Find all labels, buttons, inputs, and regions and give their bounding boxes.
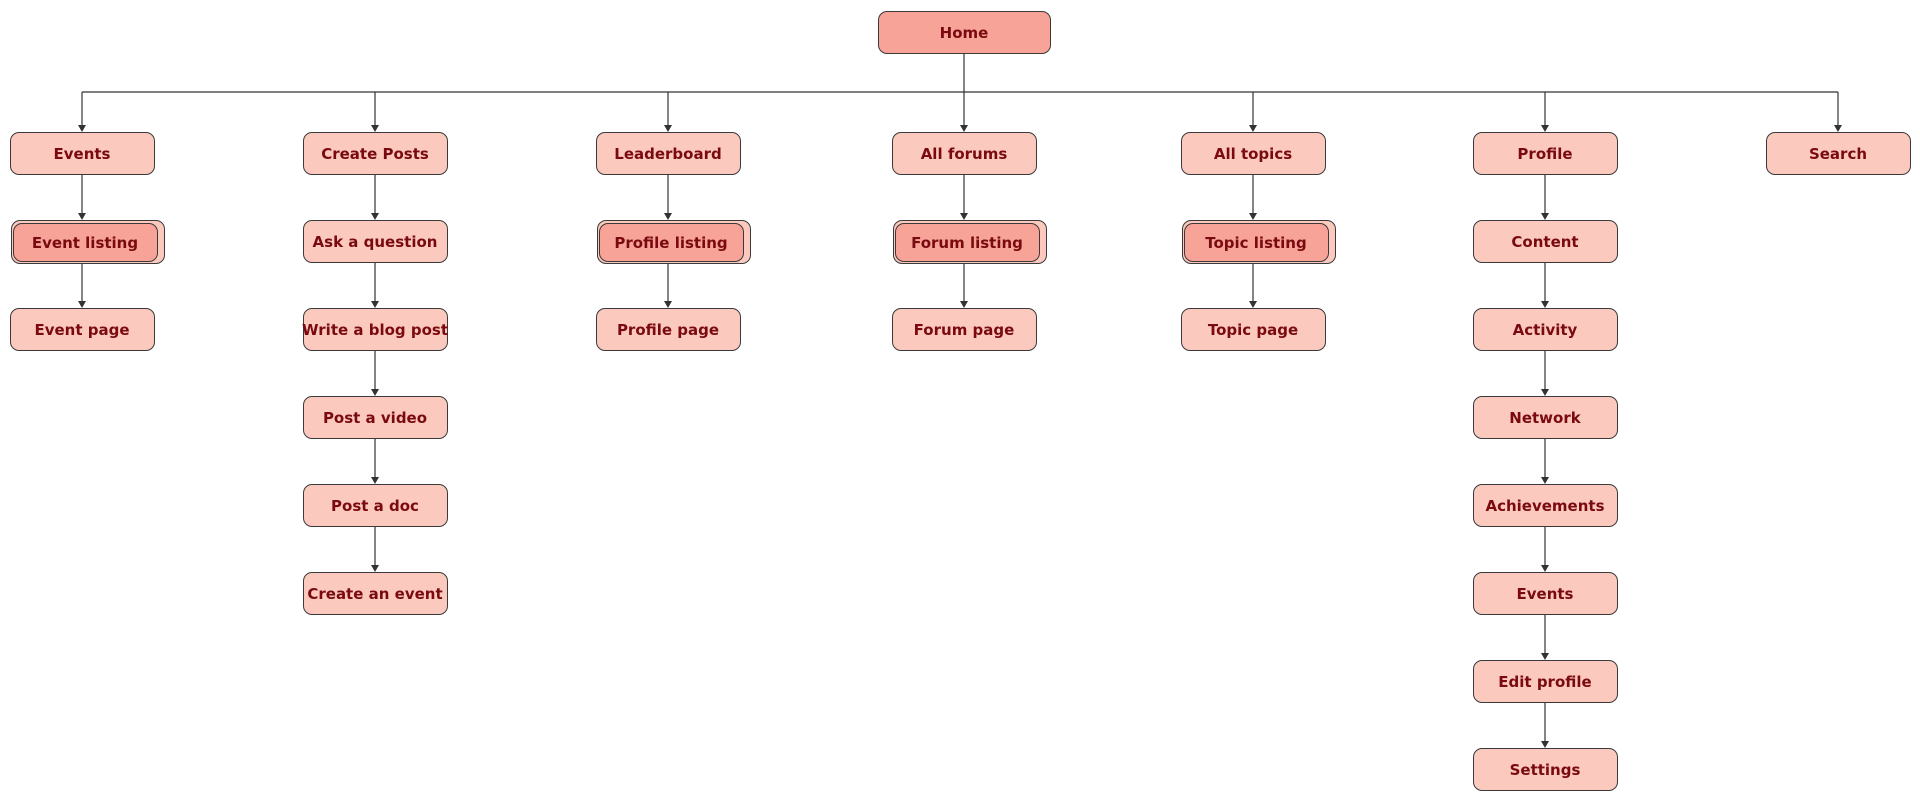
node-create-posts-label: Create Posts: [321, 144, 429, 163]
node-forum-listing-3: Forum listing: [894, 223, 1040, 262]
edge-leaderboard-2-to-profile-listing-arrowhead: [664, 213, 672, 220]
node-write-a-blog-post-1-label: Write a blog post: [302, 320, 449, 339]
node-post-a-doc-1-label: Post a doc: [331, 496, 419, 515]
node-all-forums: All forums: [891, 132, 1037, 175]
edge-profile-5-to-achievements-arrowhead: [1541, 477, 1549, 484]
node-write-a-blog-post-1: Write a blog post: [302, 308, 449, 351]
node-create-an-event-1: Create an event: [302, 572, 448, 615]
edge-profile-5-to-network-arrowhead: [1541, 389, 1549, 396]
edge-create-posts-1-to-ask-a-question-arrowhead: [371, 213, 379, 220]
node-settings-5-label: Settings: [1509, 760, 1581, 779]
node-leaderboard: Leaderboard: [595, 132, 741, 175]
edge-bus-to-create-posts-1-arrowhead: [371, 125, 379, 132]
node-forum-page-3-label: Forum page: [913, 320, 1015, 339]
edge-all-topics-4-to-topic-page-arrowhead: [1249, 301, 1257, 308]
node-events-5-label: Events: [1516, 584, 1574, 603]
edge-create-posts-1-to-create-an-event-arrowhead: [371, 565, 379, 572]
node-search-label: Search: [1808, 144, 1868, 163]
node-topic-listing-4: Topic listing: [1183, 223, 1329, 262]
edge-bus-to-all-topics-4-arrowhead: [1249, 125, 1257, 132]
node-event-listing-0-label: Event listing: [31, 233, 139, 252]
node-post-a-video-1-label: Post a video: [322, 408, 428, 427]
node-edit-profile-5: Edit profile: [1472, 660, 1618, 703]
edge-events-0-to-event-page-arrowhead: [78, 301, 86, 308]
node-profile-listing-2-label: Profile listing: [614, 233, 728, 252]
node-forum-page-3: Forum page: [891, 308, 1037, 351]
edge-bus-to-leaderboard-2-arrowhead: [664, 125, 672, 132]
node-network-5-label: Network: [1509, 408, 1581, 427]
node-forum-listing-3-label: Forum listing: [911, 233, 1023, 252]
node-content-5: Content: [1472, 220, 1618, 263]
edge-profile-5-to-edit-profile-arrowhead: [1541, 653, 1549, 660]
node-settings-5: Settings: [1472, 748, 1618, 791]
node-network-5: Network: [1472, 396, 1618, 439]
edge-events-0-to-event-listing-arrowhead: [78, 213, 86, 220]
node-create-posts: Create Posts: [302, 132, 448, 175]
node-search: Search: [1765, 132, 1911, 175]
edge-all-forums-3-to-forum-page-arrowhead: [960, 301, 968, 308]
node-profile-label: Profile: [1517, 144, 1573, 163]
node-achievements-5: Achievements: [1472, 484, 1618, 527]
edge-bus-to-events-0-arrowhead: [78, 125, 86, 132]
edge-all-topics-4-to-topic-listing-arrowhead: [1249, 213, 1257, 220]
edge-create-posts-1-to-post-a-video-arrowhead: [371, 389, 379, 396]
node-all-topics: All topics: [1180, 132, 1326, 175]
edge-profile-5-to-events-arrowhead: [1541, 565, 1549, 572]
edge-create-posts-1-to-post-a-doc-arrowhead: [371, 477, 379, 484]
node-profile-page-2-label: Profile page: [616, 320, 720, 339]
node-ask-a-question-1: Ask a question: [302, 220, 448, 263]
edge-profile-5-to-activity-arrowhead: [1541, 301, 1549, 308]
edge-profile-5-to-content-arrowhead: [1541, 213, 1549, 220]
node-topic-listing-4-label: Topic listing: [1205, 233, 1307, 252]
node-home-label: Home: [939, 23, 989, 42]
node-post-a-doc-1: Post a doc: [302, 484, 448, 527]
node-profile: Profile: [1472, 132, 1618, 175]
node-edit-profile-5-label: Edit profile: [1498, 672, 1592, 691]
node-all-topics-label: All topics: [1213, 144, 1293, 163]
edge-create-posts-1-to-write-a-blog-post-arrowhead: [371, 301, 379, 308]
node-events-section-label: Events: [53, 144, 111, 163]
node-achievements-5-label: Achievements: [1485, 496, 1605, 515]
node-home: Home: [877, 11, 1051, 54]
edge-leaderboard-2-to-profile-page-arrowhead: [664, 301, 672, 308]
node-create-an-event-1-label: Create an event: [307, 584, 443, 603]
node-event-listing-0: Event listing: [12, 223, 158, 262]
node-content-5-label: Content: [1511, 232, 1579, 251]
node-events-5: Events: [1472, 572, 1618, 615]
node-profile-page-2: Profile page: [595, 308, 741, 351]
edge-bus-to-search-6-arrowhead: [1834, 125, 1842, 132]
edge-all-forums-3-to-forum-listing-arrowhead: [960, 213, 968, 220]
node-profile-listing-2: Profile listing: [598, 223, 744, 262]
node-event-page-0-label: Event page: [34, 320, 130, 339]
node-activity-5: Activity: [1472, 308, 1618, 351]
node-topic-page-4-label: Topic page: [1207, 320, 1299, 339]
node-post-a-video-1: Post a video: [302, 396, 448, 439]
edge-bus-to-all-forums-3-arrowhead: [960, 125, 968, 132]
node-all-forums-label: All forums: [920, 144, 1008, 163]
edge-bus-to-profile-5-arrowhead: [1541, 125, 1549, 132]
edge-profile-5-to-settings-arrowhead: [1541, 741, 1549, 748]
node-leaderboard-label: Leaderboard: [614, 144, 722, 163]
node-events-section: Events: [9, 132, 155, 175]
node-ask-a-question-1-label: Ask a question: [312, 232, 438, 251]
node-topic-page-4: Topic page: [1180, 308, 1326, 351]
node-event-page-0: Event page: [9, 308, 155, 351]
node-activity-5-label: Activity: [1512, 320, 1578, 339]
